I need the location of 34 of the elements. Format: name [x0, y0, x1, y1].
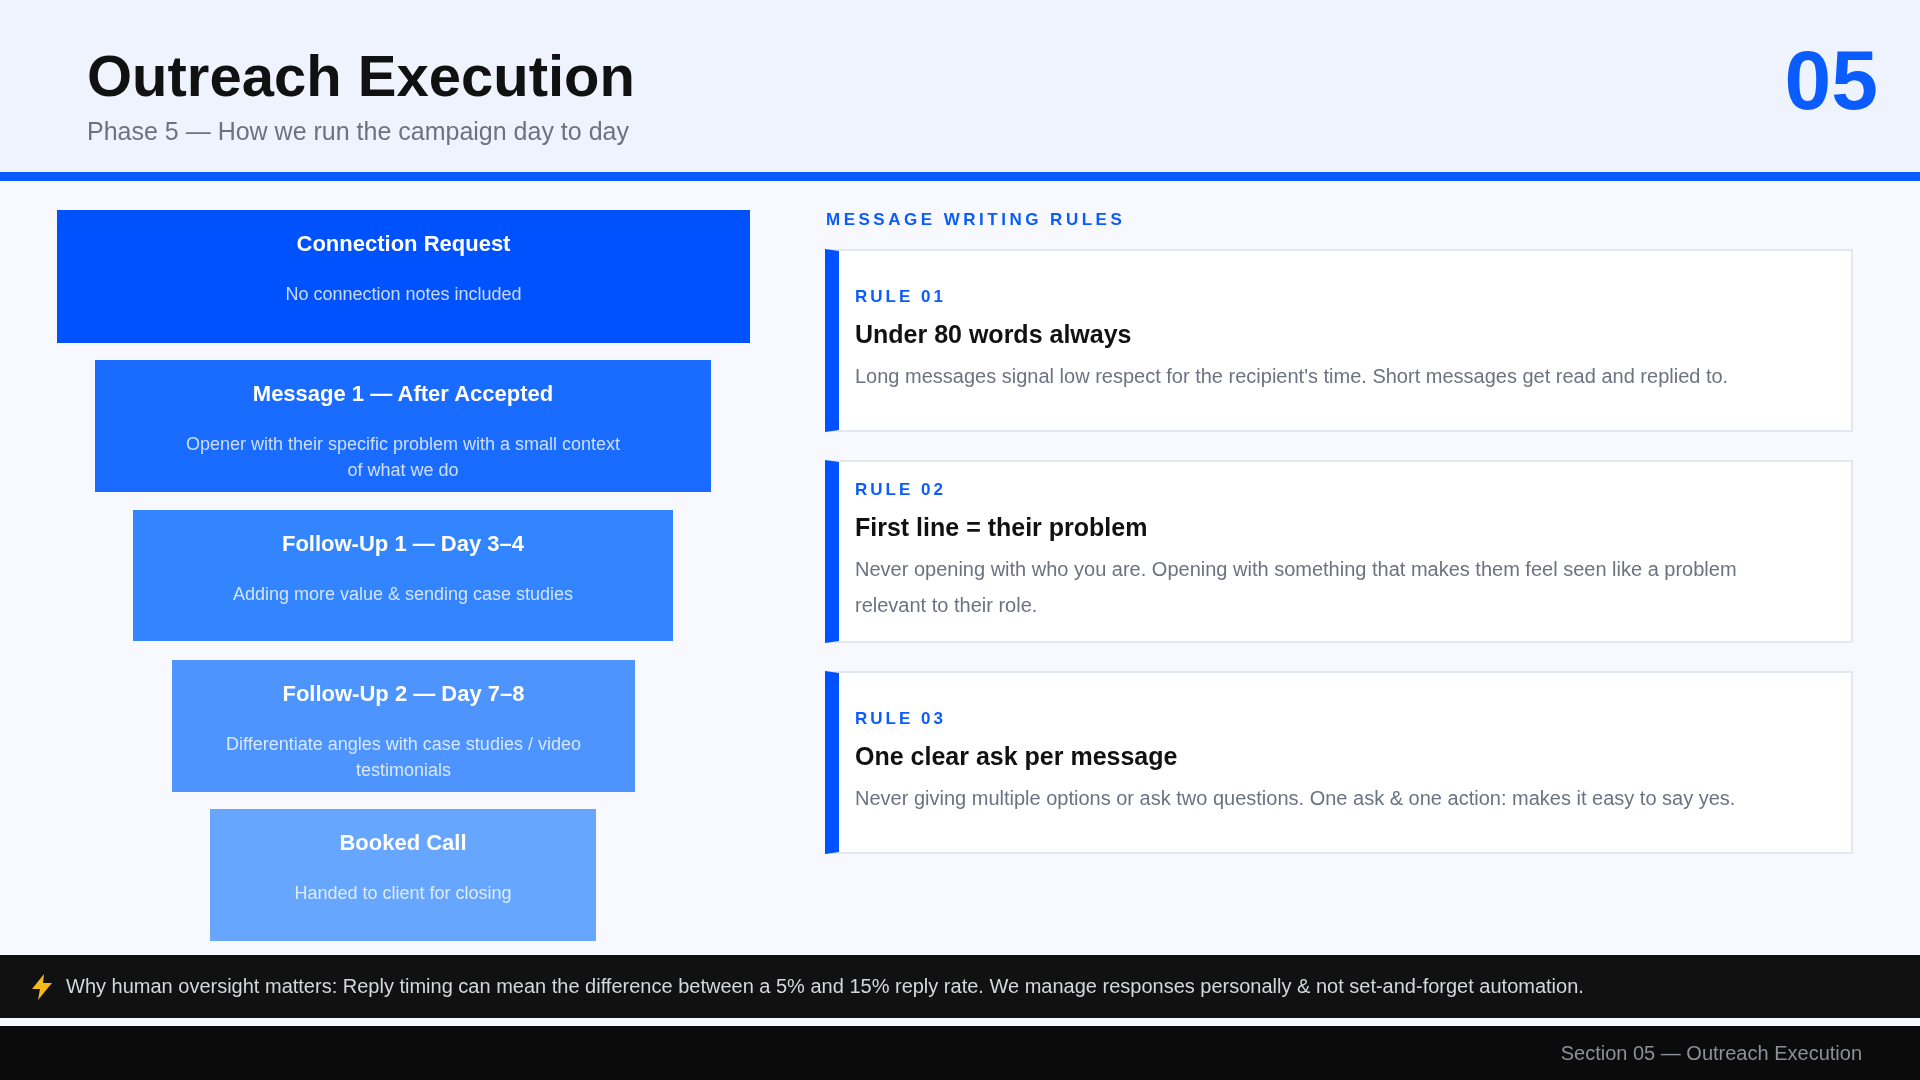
rule-description: Never giving multiple options or ask two questions. One ask & one action: makes it easy to say yes. — [855, 786, 1737, 812]
funnel-stage — [172, 660, 635, 792]
rule-card — [825, 249, 1853, 432]
section-number: 05 — [1784, 34, 1878, 127]
rule-title: First line = their problem — [855, 512, 1148, 544]
rule-title: One clear ask per message — [855, 741, 1178, 773]
stage-title: Booked Call — [339, 829, 467, 857]
rule-number: RULE 01 — [855, 286, 946, 308]
stage-title: Follow-Up 1 — Day 3–4 — [281, 530, 525, 558]
rule-description: Never opening with who you are. Opening with something that makes them feel seen like a problem relevant to their role. — [855, 557, 1738, 619]
funnel-stage — [210, 809, 596, 941]
rule-title: Under 80 words always — [855, 319, 1132, 351]
stage-title: Follow-Up 2 — Day 7–8 — [282, 680, 525, 708]
rule-description: Long messages signal low respect for the recipient's time. Short messages get read and replied to. — [855, 364, 1730, 390]
stage-description: No connection notes included — [285, 282, 522, 306]
stage-description: Opener with their specific problem with a small context of what we do — [184, 432, 622, 482]
stage-title: Connection Request — [296, 230, 511, 258]
page-title: Outreach Execution — [87, 44, 635, 108]
stage-description: Adding more value & sending case studies — [232, 582, 574, 606]
stage-title: Message 1 — After Accepted — [252, 380, 554, 408]
page-subtitle: Phase 5 — How we run the campaign day to day — [87, 116, 629, 146]
rule-number: RULE 02 — [855, 479, 946, 501]
stage-description: Differentiate angles with case studies / video testimonials — [225, 732, 582, 782]
footer-text: Section 05 — Outreach Execution — [1560, 1041, 1862, 1065]
funnel-stage — [57, 210, 750, 343]
rule-card — [825, 671, 1853, 854]
rule-number: RULE 03 — [855, 708, 946, 730]
section-heading: MESSAGE WRITING RULES — [826, 210, 1126, 231]
funnel-stage — [133, 510, 673, 641]
stage-description: Handed to client for closing — [294, 881, 512, 905]
note-text: Why human oversight matters: Reply timing can mean the difference between a 5% and 15% reply rate. We manage responses personally & not set-and-forget automation. — [66, 975, 1584, 998]
funnel-stage — [95, 360, 711, 492]
note-banner — [0, 955, 1920, 1018]
rule-card — [825, 460, 1853, 643]
